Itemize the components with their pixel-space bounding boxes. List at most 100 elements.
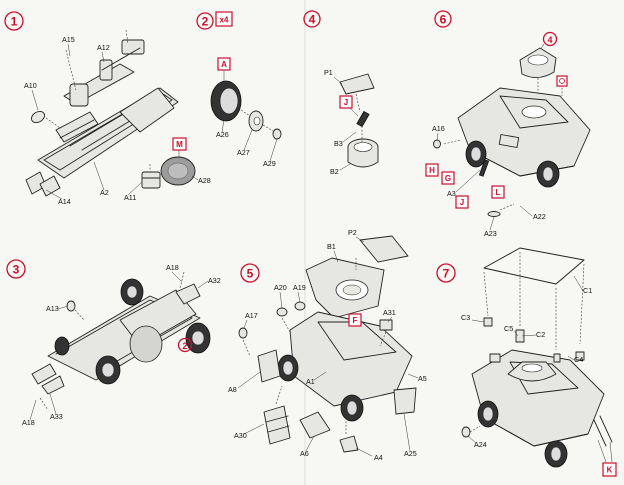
color-code-f: F [348, 313, 362, 327]
color-code-j-step6: J [455, 195, 469, 209]
part-label-a16: A16 [432, 124, 445, 133]
color-code-j-step4: J [339, 95, 359, 117]
color-code-k-text: K [607, 466, 613, 475]
part-label-a13: A13 [46, 304, 59, 313]
color-code-j-step4-text: J [344, 98, 348, 107]
part-label-a22: A22 [533, 212, 546, 221]
jerrycan-marker [556, 75, 568, 87]
part-label-a10: A10 [24, 81, 37, 90]
part-label-c5: C5 [504, 324, 513, 333]
step-6-marker [434, 10, 452, 28]
color-code-m-text: M [176, 140, 183, 149]
part-label-a25: A25 [404, 449, 417, 458]
part-label-a33: A33 [50, 412, 63, 421]
antenna-base [478, 159, 490, 177]
step-5-marker [240, 263, 260, 283]
step-6-panel: 6 4 H [425, 10, 591, 238]
color-code-h-text: H [429, 166, 435, 175]
rear-stowage-box [393, 387, 417, 415]
part-label-a4: A4 [374, 453, 383, 462]
part-label-a1: A1 [306, 377, 315, 386]
part-label-a30: A30 [234, 431, 247, 440]
step-2-quantity-box [215, 11, 233, 27]
part-label-a18-bottom: A18 [22, 418, 35, 427]
wheel-front-far [54, 336, 70, 356]
part-label-a17: A17 [245, 311, 258, 320]
part-label-a3: A3 [447, 189, 456, 198]
part-label-a26: A26 [216, 130, 229, 139]
step-4-reference-text: 4 [547, 35, 552, 45]
small-lamp-step-3 [66, 300, 76, 312]
hub-cap [272, 128, 282, 140]
step-2-reference-text: 2 [182, 341, 187, 351]
chassis-side-plate [119, 87, 175, 133]
part-label-a32: A32 [208, 276, 221, 285]
part-label-c4: C4 [574, 355, 583, 364]
color-code-l: L [491, 185, 505, 199]
step-2-marker [196, 12, 214, 30]
step-4-marker [303, 10, 321, 28]
part-label-a14: A14 [58, 197, 71, 206]
part-label-a6: A6 [300, 449, 309, 458]
color-code-j-step6-text: J [460, 198, 464, 207]
step-2-quantity: x4 [220, 16, 229, 25]
searchlight [356, 110, 370, 128]
step-4-number: 4 [309, 13, 316, 27]
color-code-a-text: A [221, 60, 227, 69]
side-door-plate [257, 349, 281, 383]
towing-eye [487, 211, 501, 217]
part-label-c2: C2 [536, 330, 545, 339]
antenna-bracket-c3 [483, 317, 493, 327]
hull-assembly-drawing [238, 235, 417, 453]
step-2-number: 2 [202, 15, 209, 29]
step-7-marker [436, 263, 456, 283]
part-label-a27: A27 [237, 148, 250, 157]
hull-drawing-step-6 [433, 47, 591, 217]
color-code-a: A [217, 57, 231, 82]
part-label-a23: A23 [484, 229, 497, 238]
part-label-a31: A31 [383, 308, 396, 317]
part-label-p1: P1 [324, 68, 333, 77]
part-label-c3: C3 [461, 313, 470, 322]
step-1-part-labels: A15 A12 A10 A2 A11 A14 A28 [24, 35, 211, 206]
part-label-c1: C1 [583, 286, 592, 295]
antenna-mount-front [489, 353, 501, 363]
color-code-m: M [172, 137, 187, 157]
step-3-number: 3 [13, 263, 20, 277]
step-1-number: 1 [11, 15, 18, 29]
periscope-block [379, 319, 393, 331]
step-3-panel: 3 2 A18 A32 A13 A18 A33 [6, 259, 221, 427]
step-4-panel: 4 J P1 B3 B2 [303, 10, 379, 176]
step-1-marker [4, 11, 24, 31]
rear-hatch-plate [359, 235, 409, 263]
color-code-h: H [425, 163, 439, 177]
part-label-a8: A8 [228, 385, 237, 394]
hatch-plate [339, 73, 375, 95]
antenna-frame [483, 247, 585, 285]
part-label-a20: A20 [274, 283, 287, 292]
part-label-a19: A19 [293, 283, 306, 292]
stowage-locker [263, 405, 291, 445]
fuel-can [339, 435, 359, 453]
step-2-panel: 2 x4 A A26 A27 A29 [196, 11, 282, 168]
part-label-a24: A24 [474, 440, 487, 449]
part-label-a2: A2 [100, 188, 109, 197]
rolling-chassis-drawing [31, 271, 211, 411]
headlamp-a17 [238, 327, 248, 339]
wheel-drawing [210, 80, 282, 140]
chassis-drawing [25, 29, 196, 197]
step-2-reference-callout [177, 337, 193, 353]
color-code-l-text: L [496, 188, 501, 197]
step-7-number: 7 [443, 267, 450, 281]
part-label-a28: A28 [198, 176, 211, 185]
turret-top-drawing [339, 73, 379, 168]
part-label-a11: A11 [124, 193, 136, 202]
part-label-a15: A15 [62, 35, 75, 44]
part-label-a12: A12 [97, 43, 110, 52]
step-5-panel: 5 [228, 228, 427, 462]
step-1-panel: 1 A15 A12 [4, 11, 211, 206]
step-4-reference-callout [542, 31, 558, 47]
color-code-g: G [441, 171, 455, 185]
part-label-b1: B1 [327, 242, 336, 251]
